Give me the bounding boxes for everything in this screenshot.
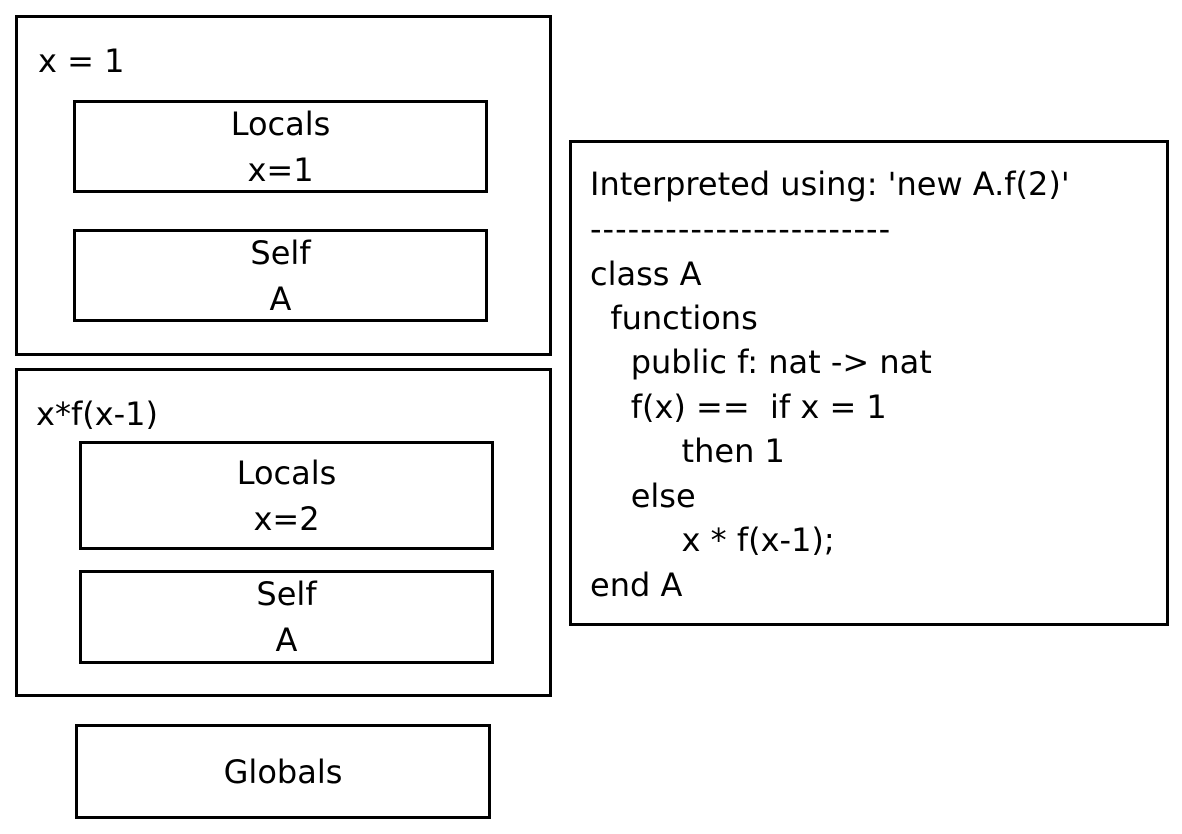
code-separator: ------------------------ [590,210,892,248]
frame-1-locals-box: Locals x=1 [73,100,488,193]
frame-2-locals-title: Locals [236,453,337,492]
code-line: then 1 [590,432,785,470]
code-line: functions [590,299,758,337]
globals-label: Globals [223,752,343,791]
code-line: x * f(x-1); [590,521,835,559]
globals-box: Globals [75,724,491,819]
frame-2-self-box: Self A [79,570,494,664]
frame-1-self-value: A [269,279,292,318]
code-line: public f: nat -> nat [590,343,932,381]
frame-2-self-value: A [275,621,298,659]
frame-1-locals-title: Locals [230,104,331,143]
code-panel: Interpreted using: 'new A.f(2)' --------… [569,140,1169,626]
frame-1-expression: x = 1 [38,42,125,80]
frame-2-locals-value: x=2 [253,499,320,538]
stack-frame-1: x = 1 Locals x=1 Self A [15,15,552,356]
code-line: class A [590,255,702,293]
frame-2-locals-box: Locals x=2 [79,441,494,550]
frame-2-self-title: Self [256,575,317,613]
code-line: else [590,477,696,515]
stack-frame-2: x*f(x-1) Locals x=2 Self A [15,368,552,697]
code-line: end A [590,566,683,604]
frame-1-self-box: Self A [73,229,488,322]
code-header: Interpreted using: 'new A.f(2)' [590,165,1070,203]
code-line: f(x) == if x = 1 [590,388,887,426]
frame-2-expression: x*f(x-1) [36,395,159,433]
frame-1-locals-value: x=1 [247,150,314,189]
frame-1-self-title: Self [250,233,311,272]
